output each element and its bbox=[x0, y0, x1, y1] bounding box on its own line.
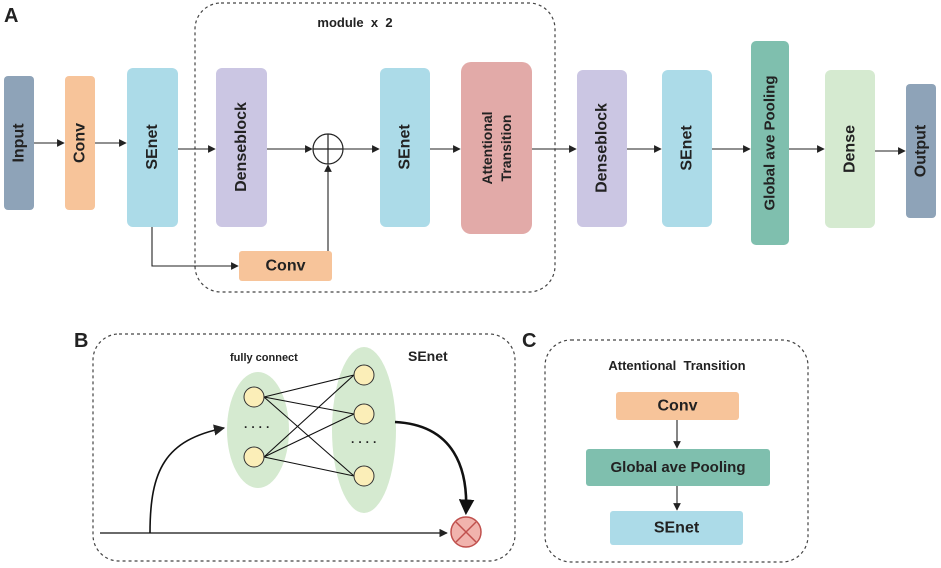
attentional-label-line1: Attentional bbox=[479, 111, 495, 184]
output-block bbox=[906, 84, 936, 218]
module-label: module x 2 bbox=[317, 15, 392, 30]
squeeze-arrow bbox=[149, 424, 226, 534]
senet-title: SEnet bbox=[408, 348, 448, 364]
fc-edge bbox=[263, 456, 355, 477]
module-frame bbox=[194, 2, 556, 293]
senet-label-2: SEnet bbox=[397, 124, 414, 170]
fully-connect-label: fully connect bbox=[230, 352, 298, 364]
attentional-label-line2: Transition bbox=[498, 115, 514, 182]
panel-b-letter: B bbox=[74, 330, 88, 352]
conv-skip-block bbox=[239, 251, 332, 281]
node-right-1 bbox=[353, 364, 375, 386]
fc-edge bbox=[263, 396, 355, 415]
dots-right: · · · · bbox=[351, 435, 377, 449]
output-label: Output bbox=[913, 124, 930, 177]
denseblock-block-1 bbox=[216, 68, 267, 227]
fc-edge bbox=[263, 374, 355, 398]
c-gap-label: Global ave Pooling bbox=[610, 459, 745, 476]
attentional-transition-title: Attentional Transition bbox=[608, 358, 745, 373]
input-label: Input bbox=[11, 123, 28, 163]
input-block bbox=[4, 76, 34, 210]
conv-block-1 bbox=[65, 76, 95, 210]
panel-c-letter: C bbox=[522, 330, 536, 352]
global-ave-pooling-label: Global ave Pooling bbox=[762, 75, 779, 210]
panel-c-frame bbox=[544, 339, 809, 563]
c-conv-block bbox=[616, 392, 739, 420]
excite-arrow bbox=[394, 420, 475, 516]
denseblock-label-1: Denseblock bbox=[233, 102, 250, 192]
panel-a-letter: A bbox=[4, 5, 18, 27]
conv-label-1: Conv bbox=[72, 123, 89, 163]
senet-block-3 bbox=[662, 70, 712, 227]
dense-block bbox=[825, 70, 875, 228]
arrow-skip-to-conv bbox=[151, 227, 239, 270]
right-layer-ellipse bbox=[332, 347, 396, 513]
node-left-1 bbox=[243, 386, 265, 408]
fc-edge bbox=[263, 396, 355, 477]
c-conv-label: Conv bbox=[658, 398, 698, 415]
denseblock-block-2 bbox=[577, 70, 627, 227]
denseblock-label-2: Denseblock bbox=[594, 103, 611, 193]
multiply-x2 bbox=[455, 521, 477, 543]
panel-b-frame bbox=[92, 333, 516, 562]
node-right-3 bbox=[353, 465, 375, 487]
fc-edge bbox=[263, 413, 355, 458]
global-ave-pooling-block bbox=[751, 41, 789, 245]
conv-skip-label: Conv bbox=[266, 258, 306, 275]
senet-block-1 bbox=[127, 68, 178, 227]
senet-label-3: SEnet bbox=[679, 125, 696, 171]
senet-block-2 bbox=[380, 68, 430, 227]
c-senet-block bbox=[610, 511, 743, 545]
c-senet-label: SEnet bbox=[654, 520, 700, 537]
c-gap-block bbox=[586, 449, 770, 486]
attentional-transition-block bbox=[461, 62, 532, 234]
senet-label-1: SEnet bbox=[144, 124, 161, 170]
node-left-2 bbox=[243, 446, 265, 468]
dense-label: Dense bbox=[842, 125, 859, 173]
node-right-2 bbox=[353, 403, 375, 425]
fc-edge bbox=[263, 374, 355, 458]
dots-left: · · · · bbox=[244, 420, 270, 434]
